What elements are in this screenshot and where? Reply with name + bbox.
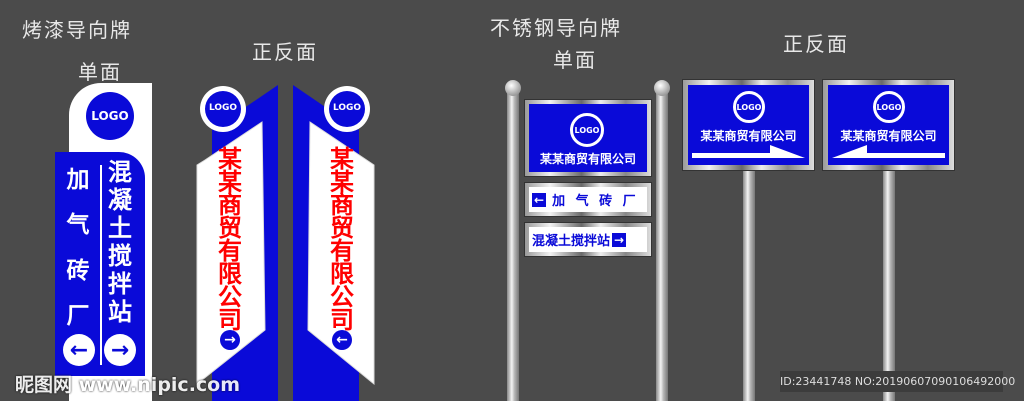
dest2-char: 站 bbox=[108, 298, 132, 326]
company-name: 某某商贸有限公司 bbox=[539, 152, 636, 166]
logo-text: LOGO bbox=[332, 103, 362, 113]
logo-text: LOGO bbox=[208, 103, 238, 113]
dest1-char: 加 bbox=[66, 167, 90, 193]
double-side-label: 正反面 bbox=[252, 40, 318, 64]
company-name: 某某商贸有限公司 bbox=[840, 129, 937, 143]
steel-double-sign-front: LOGO 某某商贸有限公司 bbox=[683, 80, 814, 170]
arrow-left-icon: ← bbox=[532, 192, 547, 207]
double-side-label: 正反面 bbox=[783, 32, 849, 56]
company-vertical-text: 某某商贸有限公司 bbox=[326, 145, 358, 334]
company-char: 限 bbox=[330, 260, 354, 288]
pole bbox=[507, 90, 519, 401]
right-section-title: 不锈钢导向牌 bbox=[490, 16, 622, 40]
company-char: 司 bbox=[218, 306, 242, 334]
dest2-char: 凝 bbox=[108, 186, 132, 214]
dest2-vertical-text: 混凝土搅拌站 bbox=[105, 158, 135, 326]
dest2-char: 搅 bbox=[108, 242, 132, 270]
company-vertical-text: 某某商贸有限公司 bbox=[214, 145, 246, 334]
pole bbox=[743, 170, 755, 401]
dest2-label: 混凝土搅拌站 bbox=[532, 234, 611, 249]
pole-cap bbox=[654, 80, 670, 96]
steel-direction-sign-1: ← 加 气 砖 厂 bbox=[525, 183, 651, 216]
pole bbox=[883, 170, 895, 401]
dest2-char: 土 bbox=[108, 214, 132, 242]
company-char: 公 bbox=[218, 283, 242, 311]
company-char: 有 bbox=[218, 237, 242, 265]
arrow-right-icon bbox=[692, 145, 805, 158]
steel-direction-sign-2: 混凝土搅拌站 → bbox=[525, 223, 651, 256]
double-sided-painted-signs bbox=[196, 85, 375, 401]
company-char: 某 bbox=[218, 168, 242, 196]
dest2-char: 混 bbox=[108, 158, 132, 186]
arrow-left-icon: ← bbox=[63, 334, 95, 366]
dest2-char: 拌 bbox=[108, 270, 132, 298]
dest1-char: 厂 bbox=[66, 302, 90, 329]
logo-badge: LOGO bbox=[733, 91, 765, 123]
company-char: 商 bbox=[218, 191, 242, 219]
company-char: 贸 bbox=[330, 214, 354, 242]
direction-panel: 加气砖厂 混凝土搅拌站 ← → bbox=[55, 152, 145, 376]
arrow-left-icon: ← bbox=[332, 330, 352, 350]
pole bbox=[656, 90, 668, 401]
steel-double-sign-back: LOGO 某某商贸有限公司 bbox=[823, 80, 954, 170]
single-side-label: 单面 bbox=[78, 60, 122, 84]
arrow-right-icon: → bbox=[104, 334, 136, 366]
logo-badge: LOGO bbox=[873, 91, 905, 123]
company-char: 限 bbox=[218, 260, 242, 288]
arrow-left-icon bbox=[832, 145, 945, 158]
image-id-watermark: ID:23441748 NO:20190607090106492000 bbox=[780, 371, 1015, 392]
pole-cap bbox=[505, 80, 521, 96]
dest1-label: 加 气 砖 厂 bbox=[552, 194, 639, 209]
single-side-label: 单面 bbox=[553, 48, 597, 72]
left-section-title: 烤漆导向牌 bbox=[22, 18, 132, 42]
company-char: 商 bbox=[330, 191, 354, 219]
company-char: 有 bbox=[330, 237, 354, 265]
company-char: 某 bbox=[330, 168, 354, 196]
logo-badge: LOGO bbox=[570, 113, 604, 147]
logo-badge: LOGO bbox=[86, 92, 134, 140]
company-char: 公 bbox=[330, 283, 354, 311]
company-name: 某某商贸有限公司 bbox=[700, 129, 797, 143]
divider bbox=[100, 165, 102, 365]
dest1-char: 气 bbox=[66, 212, 90, 239]
company-char: 司 bbox=[330, 306, 354, 334]
arrow-right-icon: → bbox=[220, 330, 240, 350]
site-watermark: 昵图网 www.nipic.com bbox=[15, 374, 241, 396]
dest1-vertical-text: 加气砖厂 bbox=[63, 160, 93, 330]
company-char: 某 bbox=[330, 145, 354, 173]
company-char: 某 bbox=[218, 145, 242, 173]
steel-company-sign: LOGO 某某商贸有限公司 bbox=[525, 100, 651, 176]
dest1-char: 砖 bbox=[66, 257, 90, 284]
company-char: 贸 bbox=[218, 214, 242, 242]
arrow-right-icon: → bbox=[612, 232, 627, 247]
